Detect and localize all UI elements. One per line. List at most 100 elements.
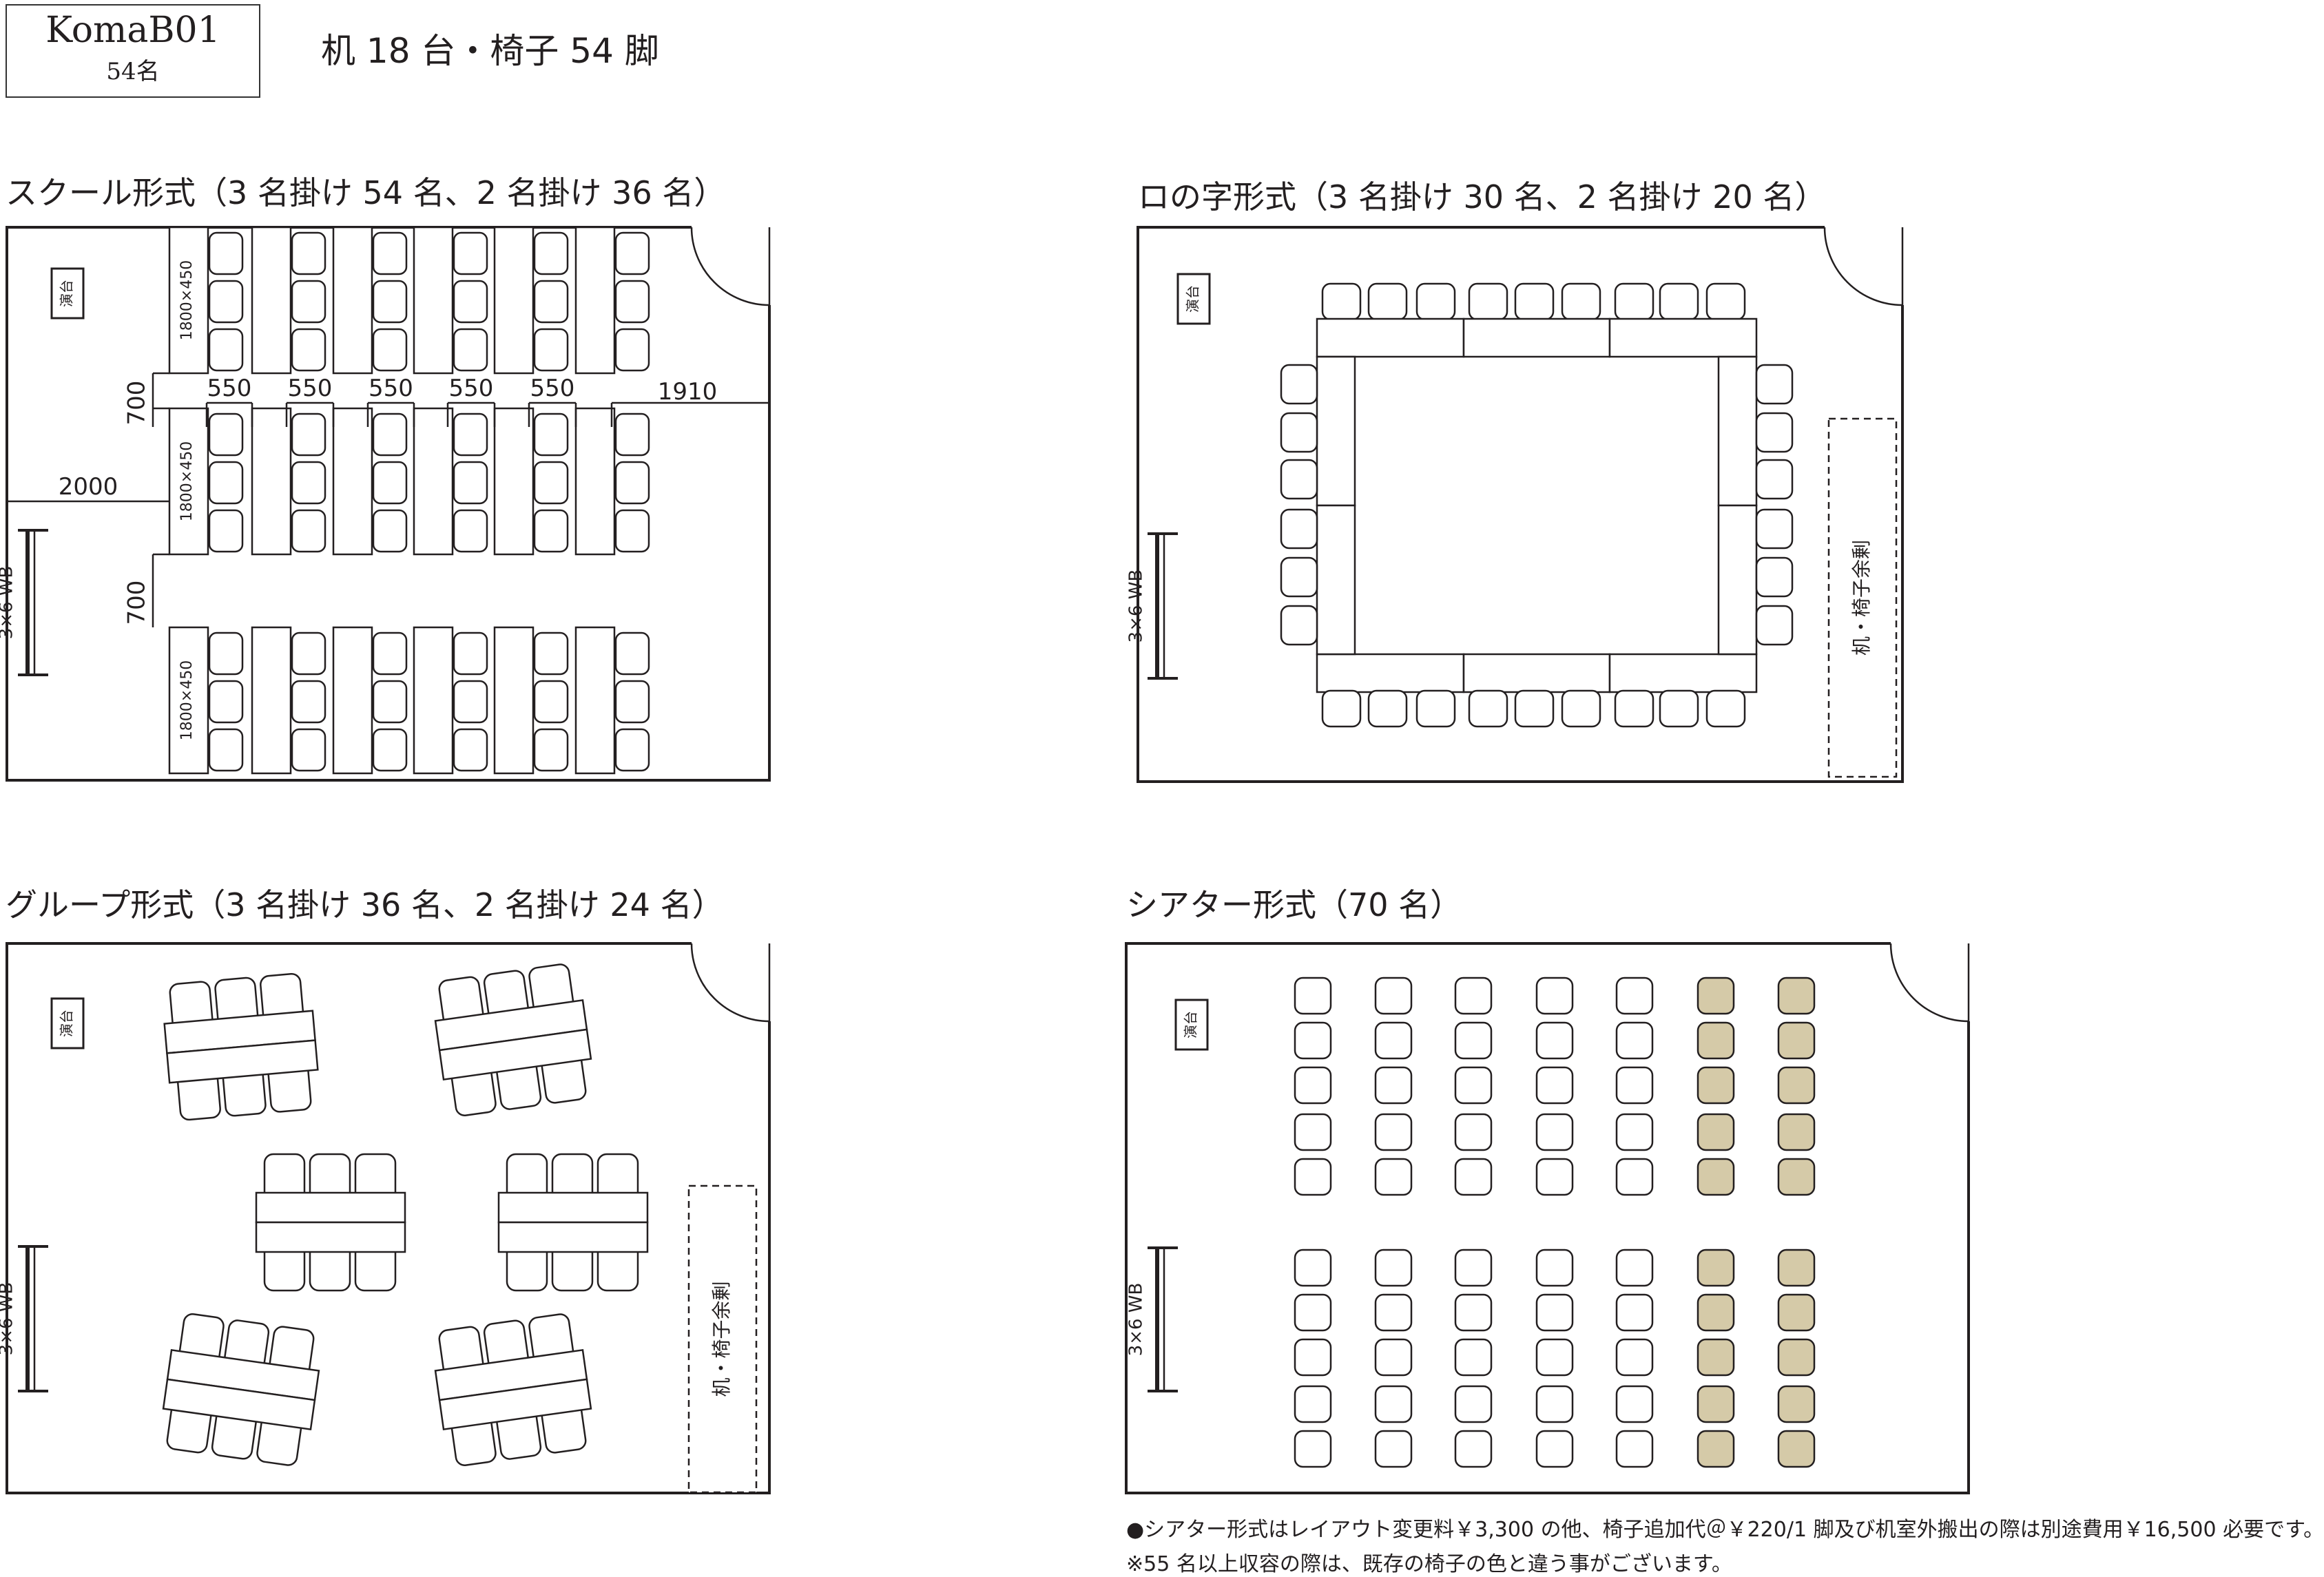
group-table-set bbox=[163, 972, 319, 1121]
chair bbox=[1697, 1113, 1735, 1151]
chair bbox=[453, 631, 488, 676]
chair bbox=[1615, 1066, 1654, 1105]
chair bbox=[1535, 1066, 1574, 1105]
chair bbox=[1535, 1021, 1574, 1060]
chair bbox=[1561, 689, 1601, 728]
chair bbox=[1697, 1158, 1735, 1196]
chair bbox=[1294, 1158, 1332, 1196]
chair bbox=[1755, 508, 1794, 550]
school-table bbox=[251, 626, 292, 775]
school-table bbox=[168, 407, 209, 556]
chair bbox=[1697, 1338, 1735, 1377]
school-table bbox=[574, 226, 616, 375]
chair bbox=[533, 231, 569, 275]
chair bbox=[1615, 977, 1654, 1015]
chair bbox=[1294, 1021, 1332, 1060]
chair bbox=[291, 509, 326, 553]
podium bbox=[1174, 999, 1209, 1051]
chair bbox=[1777, 1293, 1816, 1332]
chair bbox=[372, 461, 408, 505]
podium bbox=[1176, 273, 1211, 325]
chair bbox=[1755, 459, 1794, 500]
chair bbox=[1374, 1430, 1413, 1468]
chair bbox=[208, 280, 244, 324]
note-theater-fee: ●シアター形式はレイアウト変更料￥3,300 の他、椅子追加代＠￥220/1 脚… bbox=[1126, 1518, 2324, 1542]
chair bbox=[614, 728, 650, 772]
chair bbox=[1614, 689, 1654, 728]
chair bbox=[1514, 689, 1555, 728]
chair bbox=[291, 680, 326, 724]
chair bbox=[208, 461, 244, 505]
chair bbox=[1777, 1021, 1816, 1060]
chair bbox=[1294, 1249, 1332, 1287]
chair bbox=[291, 231, 326, 275]
dimension-gap-x: 550 bbox=[369, 375, 413, 402]
group-table bbox=[255, 1191, 406, 1224]
dimension-gap-x: 550 bbox=[288, 375, 333, 402]
chair bbox=[1454, 1113, 1493, 1151]
chair bbox=[291, 412, 326, 457]
chair bbox=[1535, 1338, 1574, 1377]
chair bbox=[1294, 1066, 1332, 1105]
chair bbox=[1280, 412, 1318, 453]
chair bbox=[208, 328, 244, 372]
u-shape-title: ロの字形式（3 名掛け 30 名、2 名掛け 20 名） bbox=[1138, 178, 1827, 216]
podium bbox=[50, 997, 85, 1049]
chair bbox=[1615, 1158, 1654, 1196]
room-name: KomaB01 bbox=[45, 10, 220, 51]
dimension-gap-x: 550 bbox=[207, 375, 252, 402]
chair bbox=[372, 231, 408, 275]
chair bbox=[453, 328, 488, 372]
chair bbox=[1374, 1249, 1413, 1287]
chair bbox=[1321, 282, 1362, 321]
group-table-set bbox=[434, 1313, 592, 1466]
chair bbox=[1535, 1249, 1574, 1287]
chair bbox=[1615, 1113, 1654, 1151]
chair bbox=[1468, 282, 1508, 321]
chair bbox=[1321, 689, 1362, 728]
chair bbox=[1535, 977, 1574, 1015]
chair bbox=[1415, 282, 1456, 321]
chair bbox=[1615, 1338, 1654, 1377]
spare-area bbox=[1827, 417, 1898, 778]
group-table bbox=[497, 1221, 649, 1253]
chair bbox=[1294, 1430, 1332, 1468]
chair bbox=[1454, 1293, 1493, 1332]
chair bbox=[208, 509, 244, 553]
school-table bbox=[251, 226, 292, 375]
chair bbox=[1280, 459, 1318, 500]
chair bbox=[453, 728, 488, 772]
room-wall bbox=[1125, 942, 1970, 1494]
chair bbox=[291, 280, 326, 324]
dimension-gap-y: 700 bbox=[123, 581, 151, 625]
table-size-label: 1800×450 bbox=[178, 260, 196, 340]
chair bbox=[1777, 977, 1816, 1015]
chair bbox=[1659, 689, 1699, 728]
group-table-set bbox=[162, 1313, 320, 1466]
chair bbox=[453, 412, 488, 457]
group-table-set bbox=[434, 963, 592, 1116]
chair bbox=[1697, 1385, 1735, 1423]
chair bbox=[1615, 1430, 1654, 1468]
chair bbox=[1294, 1338, 1332, 1377]
chair bbox=[372, 680, 408, 724]
chair bbox=[1280, 605, 1318, 646]
group-table-set bbox=[255, 1153, 406, 1292]
dimension-gap-x: 550 bbox=[449, 375, 494, 402]
u-table bbox=[1717, 355, 1758, 507]
chair bbox=[614, 631, 650, 676]
chair bbox=[1415, 689, 1456, 728]
chair bbox=[1374, 1021, 1413, 1060]
chair bbox=[614, 461, 650, 505]
chair bbox=[372, 728, 408, 772]
group-table bbox=[497, 1191, 649, 1224]
group-table bbox=[438, 1378, 592, 1431]
chair bbox=[1514, 282, 1555, 321]
room-capacity: 54名 bbox=[106, 58, 160, 85]
whiteboard-label: 3×6 WB bbox=[0, 1282, 17, 1356]
chair bbox=[614, 412, 650, 457]
table-size-label: 1800×450 bbox=[178, 660, 196, 740]
chair bbox=[1615, 1293, 1654, 1332]
chair bbox=[1697, 977, 1735, 1015]
